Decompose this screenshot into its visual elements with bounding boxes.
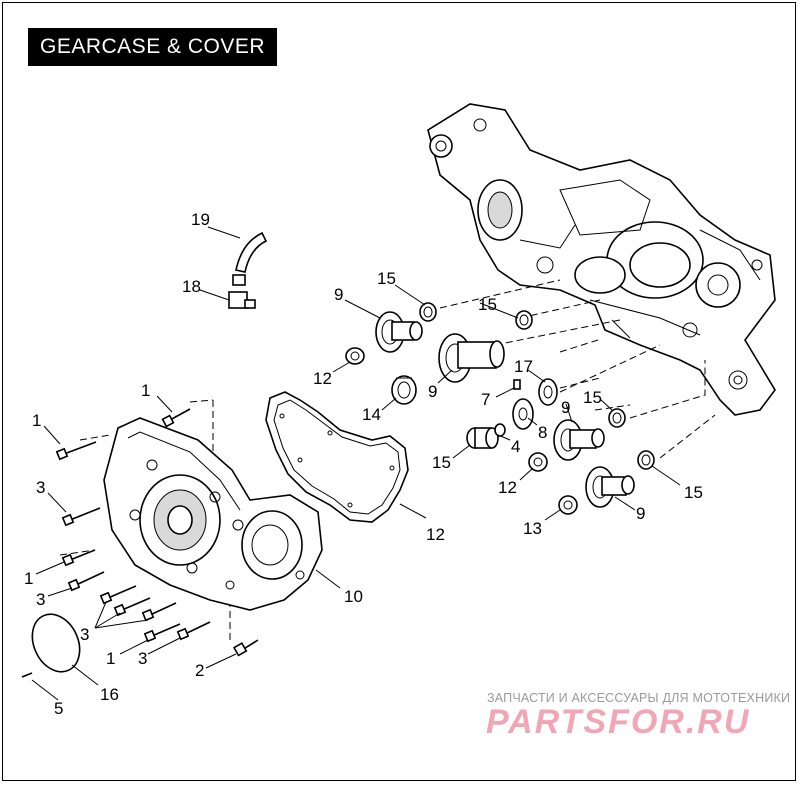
- screw-2: [232, 639, 259, 657]
- screw-1-lower: [143, 623, 181, 643]
- bushing-12-lower: [558, 495, 578, 515]
- inspection-cover-17: [31, 613, 81, 673]
- screw-3-left: [61, 507, 101, 527]
- callout-9: 9: [428, 382, 437, 401]
- watermark-tagline: ЗАПЧАСТИ И АКСЕССУАРЫ ДЛЯ МОТОТЕХНИКИ: [487, 691, 791, 705]
- callout-12: 12: [498, 478, 517, 497]
- leader-lines: [31, 226, 681, 701]
- callout-11: 12: [426, 525, 445, 544]
- bushing-12-upper: [345, 347, 365, 365]
- gear-9-upper: [375, 311, 423, 353]
- callout-9: 9: [561, 398, 570, 417]
- bushing-15-upper: [419, 302, 437, 322]
- bushing-15-right: [608, 408, 626, 428]
- bushing-12-middle: [528, 452, 548, 472]
- callout-14: 15: [432, 453, 451, 472]
- bushing-14-4: [466, 423, 506, 449]
- crankcase: [427, 103, 776, 416]
- clip-18: [228, 274, 256, 309]
- gear-9-lower: [585, 466, 635, 508]
- callout-3: 3: [138, 649, 147, 668]
- screw-3-lower: [176, 621, 211, 641]
- diagram-title: GEARCASE & COVER: [28, 28, 278, 66]
- callout-1: 1: [141, 381, 150, 400]
- callout-13: 14: [362, 405, 381, 424]
- gear-16: [538, 378, 558, 406]
- callout-16: 17: [514, 357, 533, 376]
- screw-1-left: [55, 441, 97, 461]
- callout-12: 13: [523, 519, 542, 538]
- callout-1: 1: [32, 411, 41, 430]
- callout-15: 15: [478, 295, 497, 314]
- hose-19: [235, 231, 268, 273]
- screw-3-a: [99, 585, 137, 605]
- callout-9: 9: [334, 285, 343, 304]
- pin-7: [513, 379, 521, 390]
- callout-17: 16: [100, 685, 119, 704]
- callout-3: 3: [36, 590, 45, 609]
- callout-12: 12: [313, 369, 332, 388]
- gearcase-cover-10: [103, 417, 323, 611]
- callout-15: 15: [377, 269, 396, 288]
- callout-7: 7: [481, 390, 490, 409]
- callout-15: 15: [583, 388, 602, 407]
- callout-19: 19: [191, 210, 210, 229]
- bearing-13: [391, 375, 417, 405]
- callout-1: 1: [106, 649, 115, 668]
- gear-9-right: [553, 419, 605, 461]
- bushing-15-center: [515, 310, 533, 330]
- callout-4: 4: [511, 437, 520, 456]
- screw-1-mid: [61, 549, 96, 567]
- screw-1-top: [161, 408, 191, 428]
- gear-8: [512, 398, 534, 430]
- callout-2: 2: [195, 661, 204, 680]
- callout-3: 3: [80, 625, 89, 644]
- screws: [21, 408, 259, 678]
- screw-3-c: [141, 602, 177, 622]
- callout-3: 3: [36, 478, 45, 497]
- callout-18: 18: [182, 277, 201, 296]
- screw-3-mid: [67, 571, 105, 592]
- gear-9-center: [438, 333, 505, 383]
- screw-5: [21, 672, 33, 678]
- watermark-logo: PARTSFOR.RU: [486, 703, 750, 741]
- callout-5: 5: [54, 699, 63, 718]
- screw-3-b: [113, 597, 151, 617]
- bushing-15-lower: [637, 450, 655, 470]
- callout-1: 1: [24, 569, 33, 588]
- callout-9: 9: [636, 504, 645, 523]
- callout-8: 8: [538, 423, 547, 442]
- callout-labels: 19 18 15 9 15 12 9 14 17 7 8 4 15 12 9 1…: [24, 210, 703, 718]
- callout-10: 10: [344, 587, 363, 606]
- gasket-11: [265, 391, 409, 523]
- callout-15: 15: [684, 483, 703, 502]
- watermark-logo-text: PARTSFOR.RU: [486, 703, 750, 741]
